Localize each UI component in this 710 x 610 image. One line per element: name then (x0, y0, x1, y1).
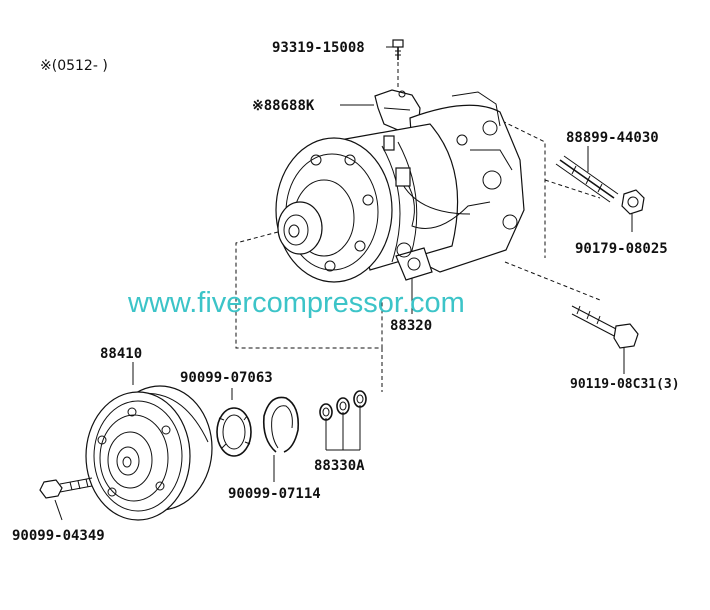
compressor-88320 (275, 91, 525, 283)
bolt-90099-04349 (39, 477, 93, 499)
label-90119-08c31: 90119-08C31(3) (570, 377, 680, 392)
label-88899-44030: 88899-44030 (566, 130, 659, 146)
date-note: ※(0512- ) (40, 58, 108, 74)
bolt-93319-15008 (392, 39, 404, 60)
nut-90179-08025 (621, 189, 645, 215)
assembly-dashed-lines (235, 55, 601, 392)
label-90179-08025: 90179-08025 (575, 241, 668, 257)
label-90099-07063: 90099-07063 (180, 370, 273, 386)
watermark: www.fivercompressor.com (127, 287, 465, 319)
bolt-90119-08c31 (571, 305, 639, 349)
label-88320: 88320 (390, 318, 432, 334)
label-90099-07114: 90099-07114 (228, 486, 321, 502)
washer-90099-07063 (216, 407, 252, 457)
snap-ring-90099-07114 (262, 396, 300, 453)
leader-lines (54, 46, 633, 521)
stud-bolt-88899-44030 (555, 155, 619, 203)
shims-88330a (319, 390, 367, 421)
label-88688k: ※88688K (252, 98, 315, 114)
label-90099-04349: 90099-04349 (12, 528, 105, 544)
clutch-pulley-88410 (85, 385, 213, 521)
label-88330a: 88330A (314, 458, 365, 474)
label-88410: 88410 (100, 346, 142, 362)
label-93319-15008: 93319-15008 (272, 40, 365, 56)
